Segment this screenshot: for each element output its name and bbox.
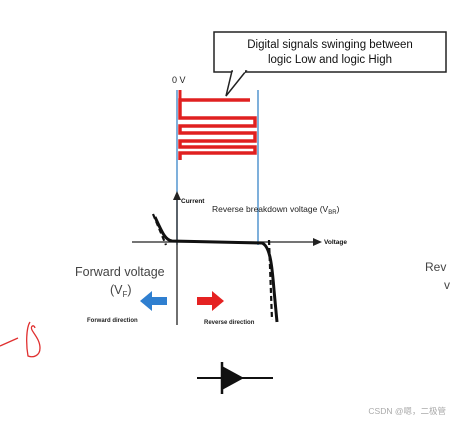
cut-off-right-label-1: Rev	[425, 260, 446, 274]
callout: Digital signals swinging between logic L…	[213, 31, 447, 97]
watermark: CSDN @嗯，二极管	[368, 406, 446, 416]
forward-direction-label: Forward direction	[87, 318, 138, 324]
callout-line-1: Digital signals swinging between	[247, 39, 413, 51]
reverse-breakdown-label: Reverse breakdown voltage (VBR)	[212, 204, 340, 216]
iv-curve	[153, 216, 279, 323]
cut-off-right-label-2: v	[444, 278, 450, 292]
forward-voltage-label: Forward voltage	[75, 265, 165, 279]
diode-symbol-icon	[197, 362, 273, 394]
forward-dashed-marker	[151, 213, 168, 246]
callout-line-2: logic Low and logic High	[268, 54, 392, 66]
right-arrow-icon	[197, 291, 224, 311]
red-hand-drawn-mark-icon	[0, 321, 41, 358]
voltage-axis-label: Voltage	[324, 239, 347, 246]
forward-voltage-symbol: (VF)	[110, 283, 132, 299]
zero-volt-label: 0 V	[172, 75, 186, 85]
callout-pointer	[225, 70, 248, 97]
voltage-axis-arrow	[313, 238, 322, 246]
left-arrow-icon	[140, 291, 167, 311]
reverse-dashed-marker	[267, 239, 274, 321]
callout-box	[213, 31, 447, 73]
current-axis-arrow	[173, 191, 181, 200]
digital-signal-waveform	[178, 98, 257, 160]
current-axis-label: Current	[181, 198, 205, 205]
reverse-direction-label: Reverse direction	[204, 320, 255, 326]
